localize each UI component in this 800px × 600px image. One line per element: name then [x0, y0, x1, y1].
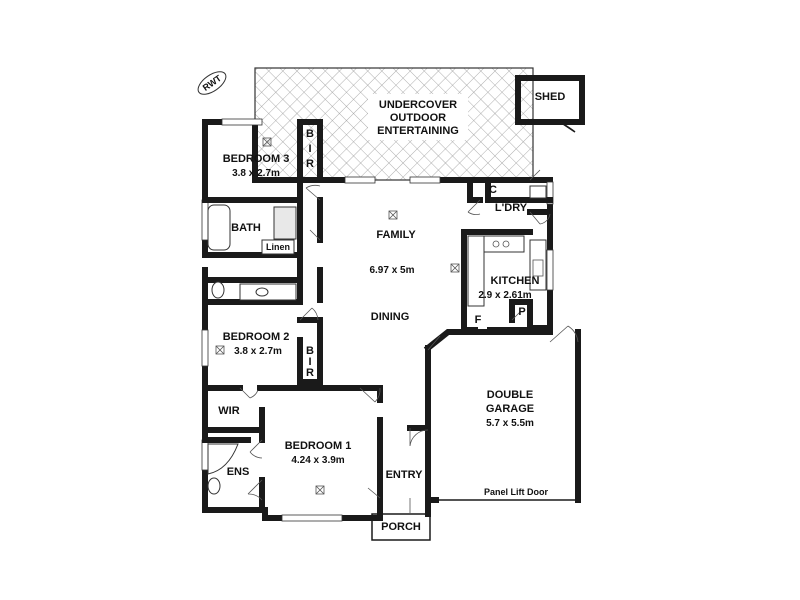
bir-top-r: R: [306, 158, 314, 170]
bir-top-b: B: [306, 128, 314, 140]
interior-walls: [202, 119, 553, 513]
family-label: FAMILY: [376, 229, 416, 241]
bedroom3-dims: 3.8 x 2.7m: [232, 168, 280, 179]
shower-ens: [207, 443, 239, 475]
bir-mid-r: R: [306, 367, 314, 379]
dining-label: DINING: [371, 311, 410, 323]
pantry-label: P: [518, 306, 525, 318]
bedroom1-label: BEDROOM 1: [285, 440, 352, 452]
bedroom2-dims: 3.8 x 2.7m: [234, 346, 282, 357]
shower: [273, 206, 297, 240]
fixtures: [207, 185, 547, 495]
kitchen-cooktop: [483, 235, 525, 253]
rwt-marker: RWT: [197, 71, 227, 95]
laundry-label: L'DRY: [495, 202, 528, 214]
porch-label: PORCH: [381, 521, 421, 533]
outdoor-label-1: UNDERCOVER: [379, 99, 457, 111]
shed-label: SHED: [535, 91, 566, 103]
laundry-tub: [529, 185, 547, 199]
linen-label: Linen: [266, 242, 290, 252]
windows: [201, 118, 554, 522]
family-dims: 6.97 x 5m: [369, 265, 414, 276]
bir-mid-b: B: [306, 345, 314, 357]
door-swings: [239, 169, 579, 514]
fridge-label: F: [475, 314, 482, 326]
shed-room: SHED: [515, 75, 585, 133]
garage-label-2: GARAGE: [486, 403, 534, 415]
kitchen-bench: [467, 235, 485, 307]
garage-dims: 5.7 x 5.5m: [486, 418, 534, 429]
light-markers: [215, 137, 460, 495]
garage-label-1: DOUBLE: [487, 389, 533, 401]
outdoor-label-2: OUTDOOR: [390, 112, 446, 124]
bedroom1-dims: 4.24 x 3.9m: [291, 455, 344, 466]
bath-label: BATH: [231, 222, 261, 234]
ensuite-label: ENS: [227, 466, 250, 478]
kitchen-sink-bench: [529, 239, 547, 291]
panel-lift-door-label: Panel Lift Door: [484, 487, 548, 497]
cupboard-label: C: [489, 184, 497, 196]
kitchen-dims: 2.9 x 2.61m: [478, 290, 531, 301]
bir-top-i: I: [308, 143, 311, 155]
bathtub: [207, 204, 231, 251]
entry-label: ENTRY: [386, 469, 424, 481]
bedroom2-label: BEDROOM 2: [223, 331, 290, 343]
panel-lift-door: Panel Lift Door: [436, 487, 578, 501]
kitchen-label: KITCHEN: [491, 275, 540, 287]
toilet-ens: [207, 477, 221, 495]
toilet-bath: [211, 281, 225, 299]
bedroom3-label: BEDROOM 3: [223, 153, 290, 165]
wir-label: WIR: [218, 405, 239, 417]
outdoor-label-3: ENTERTAINING: [377, 125, 459, 137]
bir-mid-i: I: [308, 356, 311, 368]
